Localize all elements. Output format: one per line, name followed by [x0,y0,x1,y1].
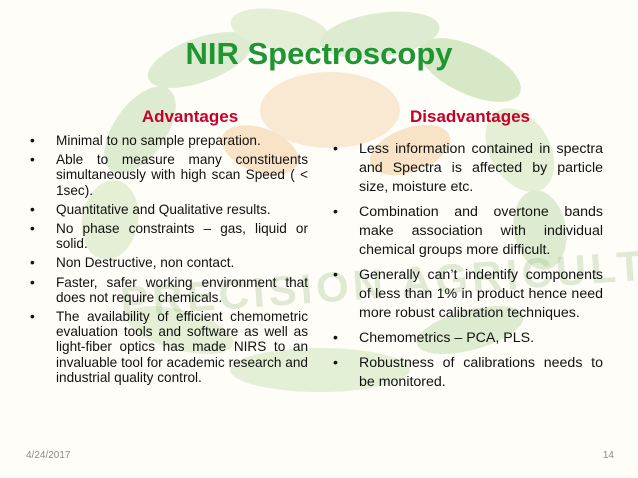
advantages-heading: Advantages [141,107,239,126]
disadvantage-text: Chemometrics – PCA, PLS. [359,330,535,346]
bullet-icon: • [333,330,338,346]
disadvantages-list: • Less information contained in spectra a… [331,140,603,398]
bullet-icon: • [333,267,338,283]
bullet-icon: • [30,201,35,217]
advantage-text: Quantitative and Qualitative results. [56,201,271,217]
disadvantage-text: Combination and overtone bands make asso… [359,204,603,258]
footer-date: 4/24/2017 [26,450,71,461]
bullet-icon: • [333,355,338,371]
disadvantages-heading: Disadvantages [410,107,530,126]
advantage-text: Faster, safer working environment that d… [56,274,308,305]
list-item: • Less information contained in spectra a… [331,140,603,197]
advantage-text: Non Destructive, non contact. [56,255,235,271]
advantage-text: Minimal to no sample preparation. [56,133,261,148]
advantage-text: The availability of efficient chemometri… [56,309,308,385]
list-item: • Robustness of calibrations needs to be … [331,354,603,392]
list-item: • Minimal to no sample preparation. [28,133,308,148]
list-item: • The availability of efficient chemometr… [28,309,308,385]
bullet-icon: • [30,152,35,168]
disadvantage-text: Less information contained in spectra an… [359,141,603,195]
list-item: • Chemometrics – PCA, PLS. [331,329,603,348]
advantage-text: Able to measure many constituents simult… [56,152,308,198]
advantage-text: No phase constraints – gas, liquid or so… [56,221,308,252]
list-item: • Combination and overtone bands make ass… [331,203,603,260]
list-item: • No phase constraints – gas, liquid or s… [28,221,308,251]
disadvantage-text: Generally can’t indentify components of … [359,267,603,321]
list-item: • Quantitative and Qualitative results. [28,202,308,217]
bullet-icon: • [333,204,338,220]
bullet-icon: • [333,141,338,157]
bullet-icon: • [30,274,35,290]
list-item: • Able to measure many constituents simul… [28,152,308,198]
page-number: 14 [602,450,614,461]
list-item: • Generally can’t indentify components of… [331,266,603,323]
list-item: • Non Destructive, non contact. [28,255,308,270]
list-item: • Faster, safer working environment that … [28,275,308,305]
slide-title: NIR Spectroscopy [185,36,453,71]
bullet-icon: • [30,221,35,237]
bullet-icon: • [30,255,35,271]
disadvantage-text: Robustness of calibrations needs to be m… [359,355,603,390]
bullet-icon: • [30,309,35,325]
advantages-list: • Minimal to no sample preparation. • Able… [28,133,308,389]
bullet-icon: • [30,133,35,148]
